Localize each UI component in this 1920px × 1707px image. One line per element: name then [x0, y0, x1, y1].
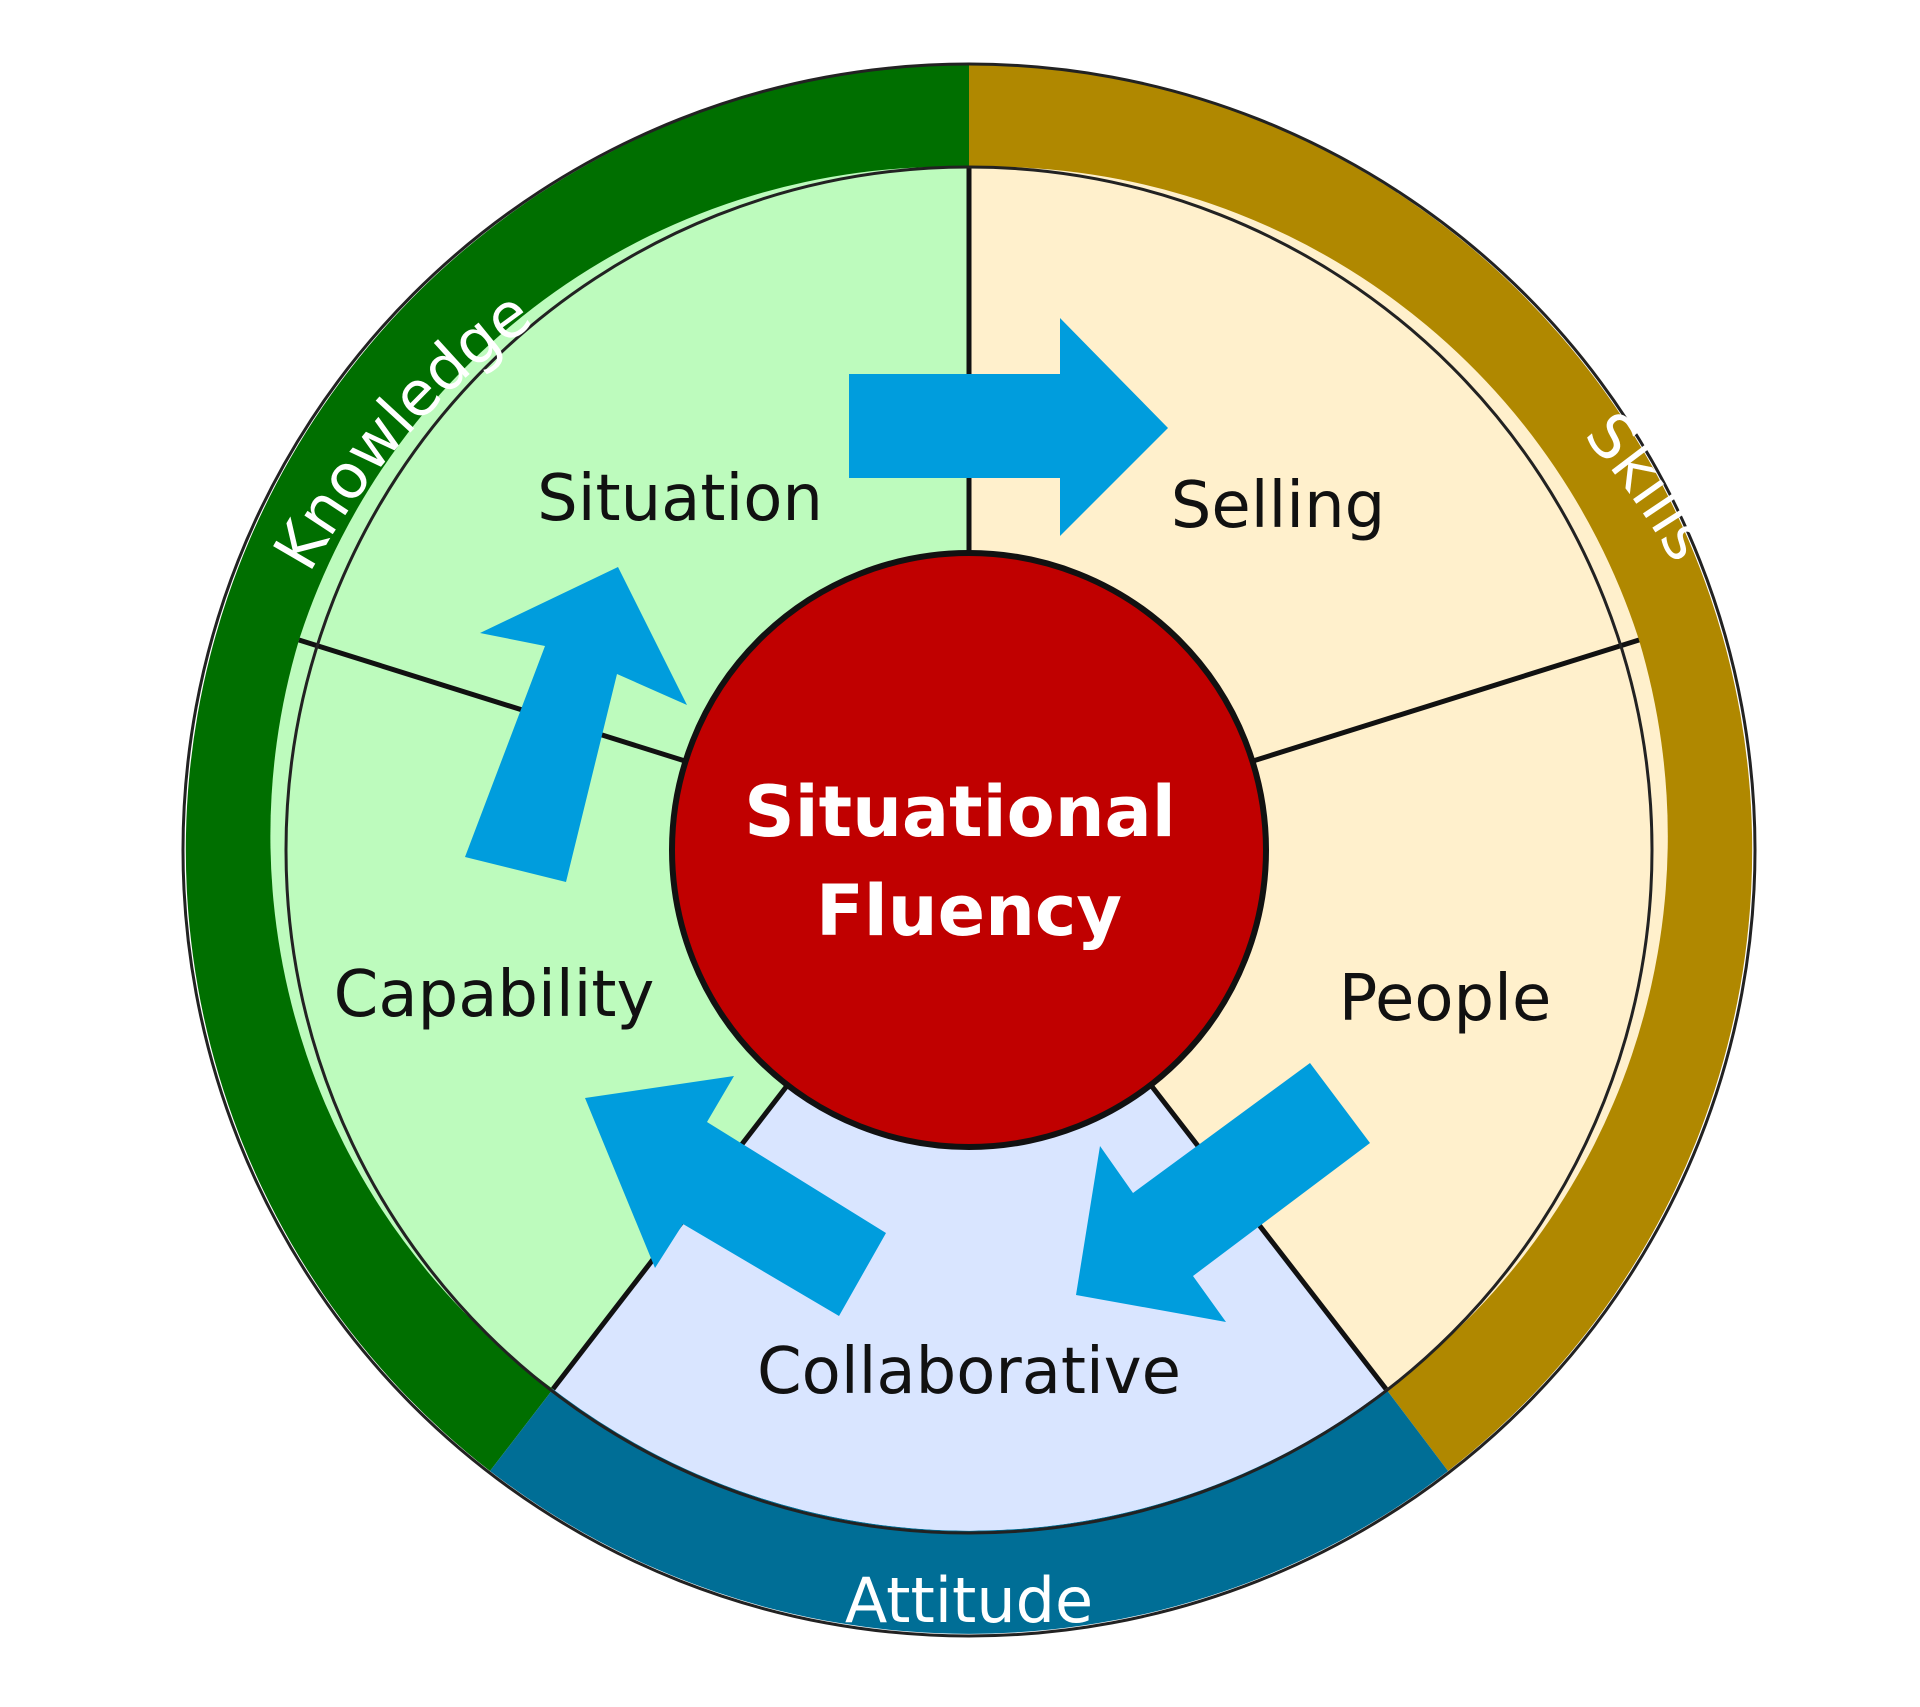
attitude-ring-arc — [490, 1389, 1448, 1634]
skills-ring-arc — [969, 64, 1753, 1471]
arrow-capability-to-situation — [465, 567, 687, 882]
segment-label-situation: Situation — [537, 462, 823, 536]
segment-collaborative — [553, 850, 1386, 1531]
segment-label-collaborative: Collaborative — [757, 1335, 1181, 1409]
outer-boundary — [181, 62, 1757, 1638]
ring-label-attitude: Attitude — [845, 1564, 1093, 1637]
inner-boundary — [284, 165, 1654, 1535]
segment-label-people: People — [1339, 962, 1552, 1036]
knowledge-ring-arc — [185, 64, 970, 1471]
center-title-line1: Situational — [744, 771, 1176, 853]
cycle-arrows — [465, 318, 1370, 1322]
arrow-people-to-collaborative — [1076, 1063, 1370, 1322]
segment-label-selling: Selling — [1171, 469, 1386, 543]
center-title-line2: Fluency — [816, 870, 1122, 952]
arrow-collaborative-to-capability — [585, 1076, 886, 1316]
segment-label-capability: Capability — [334, 958, 655, 1032]
arrow-situation-to-selling — [849, 318, 1168, 536]
center-circle — [669, 550, 1269, 1150]
